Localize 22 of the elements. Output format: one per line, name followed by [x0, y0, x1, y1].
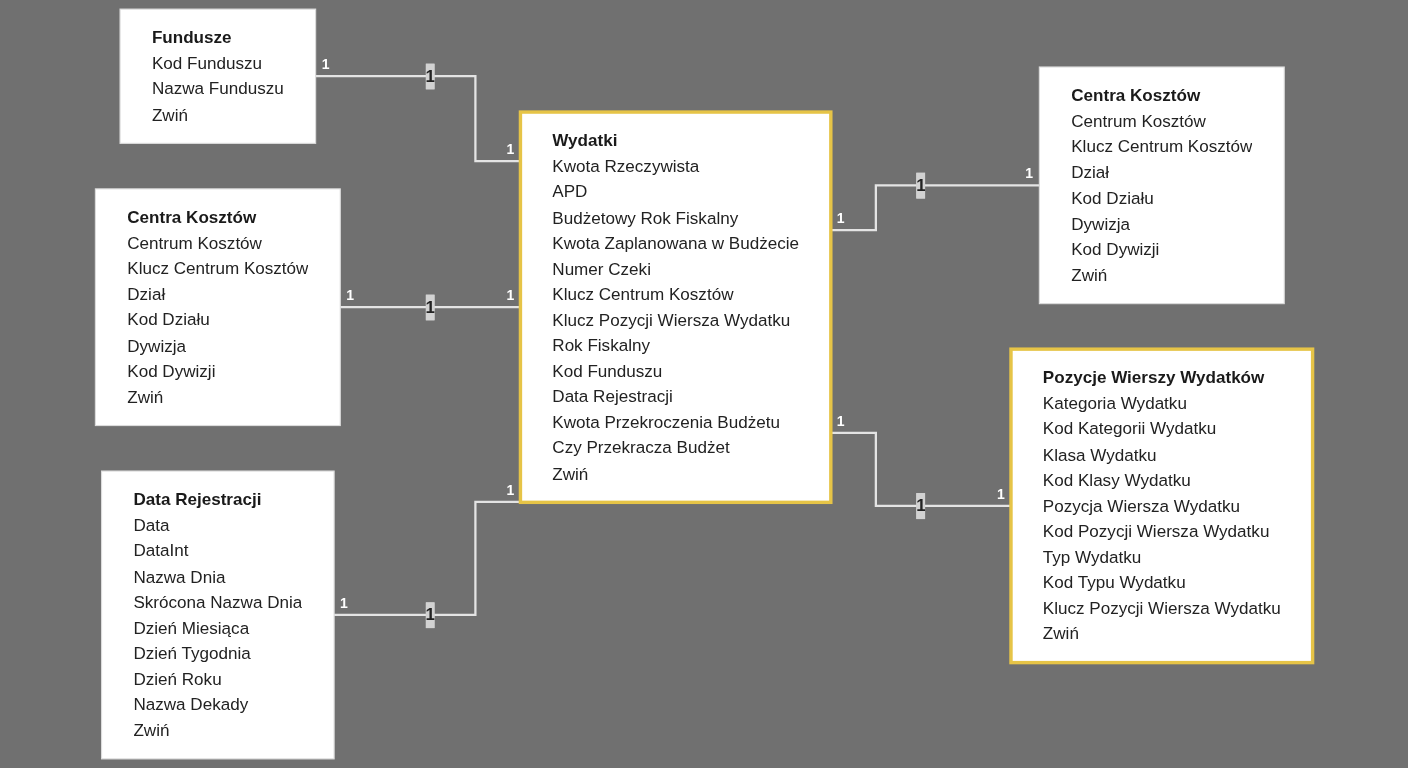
cardinality-badge: 1 — [425, 602, 436, 628]
cardinality-label: 1 — [321, 57, 330, 72]
cardinality-label: 1 — [340, 595, 348, 610]
cardinality-badge: 1 — [425, 294, 436, 320]
table-card: Fundusze Kod Funduszu Nazwa Funduszu Zwiń — [119, 8, 317, 144]
cardinality-label: 1 — [506, 288, 515, 303]
cardinality-label: 1 — [506, 482, 515, 497]
table-card: Pozycje Wierszy Wydatków Kategoria Wydatku Kod Kategorii Wydatku Klasa Wydatku Kod Klasy Wydatku Pozycja Wiersza Wydatku Kod Pozycji Wiersza Wydatku Typ Wydatku Kod Typu Wydatku Klucz Pozycji Wiersza Wydatku Zwiń — [1009, 347, 1315, 665]
cardinality-label: 1 — [346, 288, 355, 303]
cardinality-label: 1 — [836, 413, 845, 428]
table-card: Centra Kosztów Centrum Kosztów Klucz Centrum Kosztów Dział Kod Działu Dywizja Kod Dywizji Zwiń — [1038, 66, 1285, 305]
table-card: Centra Kosztów Centrum Kosztów Klucz Centrum Kosztów Dział Kod Działu Dywizja Kod Dywizji Zwiń — [94, 188, 341, 427]
cardinality-badge: 1 — [916, 493, 926, 519]
cardinality-badge: 1 — [425, 63, 436, 90]
cardinality-label: 1 — [997, 486, 1005, 501]
cardinality-badge: 1 — [916, 172, 926, 199]
cardinality-label: 1 — [506, 142, 515, 157]
table-card: Data Rejestracji Data DataInt Nazwa Dnia Skrócona Nazwa Dnia Dzień Miesiąca Dzień Tygodnia Dzień Roku Nazwa Dekady Zwiń — [101, 470, 335, 760]
cardinality-label: 1 — [836, 211, 845, 226]
cardinality-label: 1 — [1025, 166, 1034, 181]
table-card: Wydatki Kwota Rzeczywista APD Budżetowy Rok Fiskalny Kwota Zaplanowana w Budżecie Numer Czeki Klucz Centrum Kosztów Klucz Pozycji Wiersza Wydatku Rok Fiskalny Kod Funduszu Data Rejestracji Kwota Przekroczenia Budżetu Czy Przekracza Budżet Zwiń — [518, 110, 833, 505]
relationship-line — [334, 500, 521, 617]
